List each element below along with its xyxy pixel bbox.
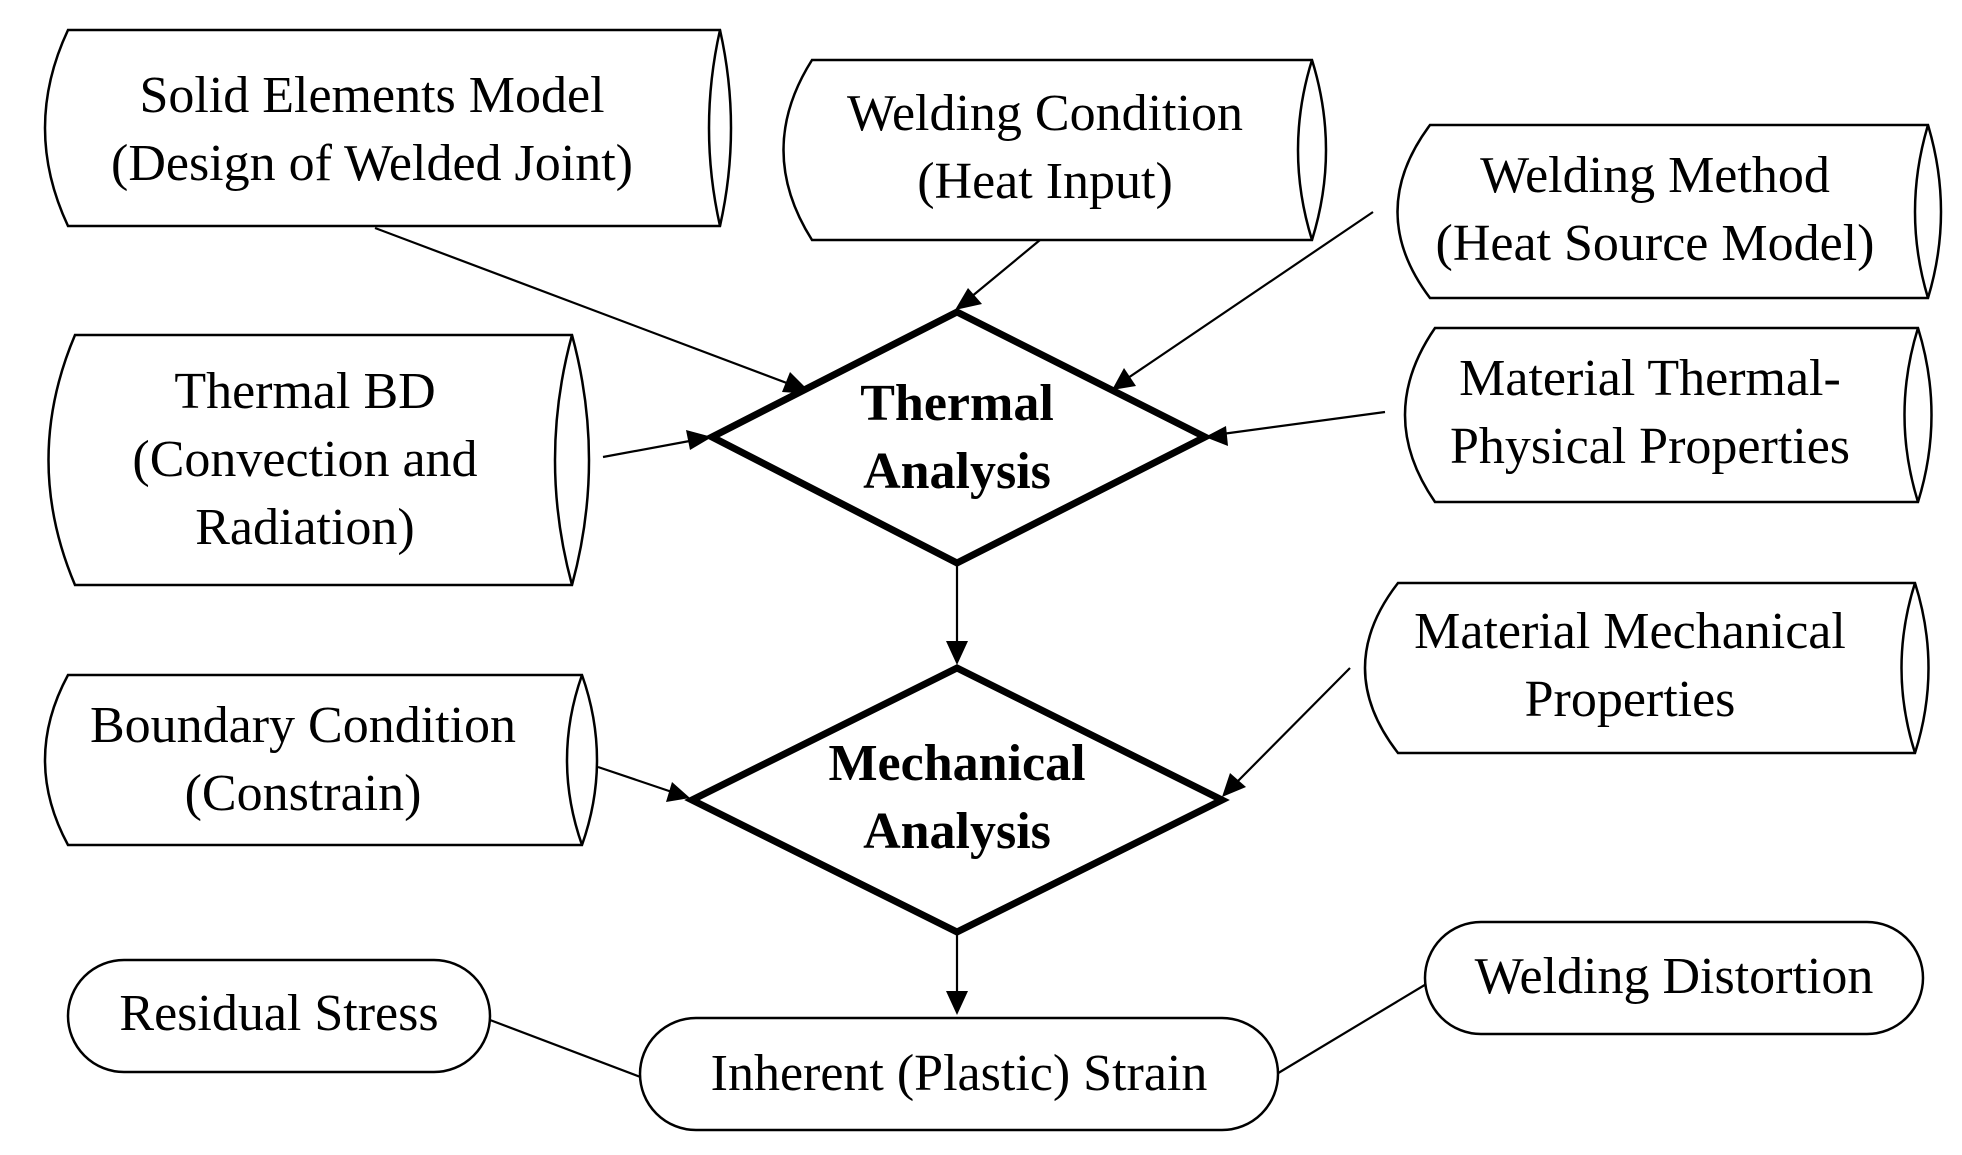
material-thermal-title: Material Thermal- [1459, 350, 1841, 407]
material-thermal-subtitle: Physical Properties [1450, 418, 1850, 475]
welding-condition-subtitle: (Heat Input) [917, 153, 1173, 210]
arrow-solid-elements-to-thermal [374, 226, 801, 390]
boundary-condition-subtitle: (Constrain) [185, 765, 422, 822]
boundary-condition-title: Boundary Condition [90, 697, 516, 754]
welding-condition-title: Welding Condition [847, 85, 1243, 142]
arrowhead [955, 288, 982, 310]
stored-data-boundary-condition: Boundary Condition (Constrain) [43, 673, 599, 847]
arrow-material-mechanical-to-mechanical [1236, 667, 1351, 783]
welding-method-title: Welding Method [1480, 147, 1830, 204]
thermal-bd-line3: Radiation) [195, 499, 415, 556]
stored-data-material-thermal: Material Thermal- Physical Properties [1403, 326, 1933, 504]
arrow-thermal-bd-to-thermal [602, 438, 696, 459]
stored-data-welding-condition: Welding Condition (Heat Input) [782, 58, 1328, 242]
terminator-welding-distortion: Welding Distortion [1423, 920, 1925, 1036]
solid-elements-title: Solid Elements Model [139, 67, 604, 124]
thermal-analysis-line1: Thermal [860, 375, 1054, 432]
arrowhead [1222, 773, 1246, 797]
mechanical-analysis-line2: Analysis [863, 803, 1051, 860]
arrowhead [1112, 368, 1136, 390]
terminator-residual-stress: Residual Stress [66, 958, 492, 1074]
stored-data-thermal-bd: Thermal BD (Convection and Radiation) [47, 333, 591, 587]
line-strain-to-welding-distortion [1274, 982, 1429, 1076]
decision-thermal-analysis: Thermal Analysis [704, 308, 1213, 567]
stored-data-welding-method: Welding Method (Heat Source Model) [1396, 123, 1943, 300]
arrowhead [686, 430, 712, 450]
arrow-welding-method-to-thermal [1124, 211, 1374, 381]
arrowhead [666, 782, 690, 802]
welding-distortion-label: Welding Distortion [1475, 948, 1874, 1005]
arrow-boundary-to-mechanical [597, 765, 673, 794]
decision-mechanical-analysis: Mechanical Analysis [684, 664, 1230, 936]
terminator-inherent-strain: Inherent (Plastic) Strain [638, 1016, 1280, 1132]
thermal-bd-line2: (Convection and [132, 431, 477, 488]
material-mechanical-subtitle: Properties [1525, 671, 1736, 728]
arrow-welding-condition-to-thermal [964, 239, 1041, 303]
mechanical-analysis-line1: Mechanical [828, 735, 1085, 792]
stored-data-material-mechanical: Material Mechanical Properties [1363, 581, 1930, 755]
thermal-analysis-line2: Analysis [863, 443, 1051, 500]
residual-stress-label: Residual Stress [119, 985, 438, 1042]
solid-elements-subtitle: (Design of Welded Joint) [111, 135, 633, 192]
arrow-material-thermal-to-thermal [1221, 410, 1386, 436]
stored-data-solid-elements: Solid Elements Model (Design of Welded J… [43, 28, 733, 228]
thermal-bd-title: Thermal BD [174, 363, 435, 420]
connectors [374, 211, 1429, 1080]
arrowhead [946, 991, 968, 1015]
welding-method-subtitle: (Heat Source Model) [1436, 215, 1875, 272]
arrowhead [1205, 426, 1228, 446]
line-residual-stress-to-strain [489, 1018, 644, 1080]
material-mechanical-title: Material Mechanical [1414, 603, 1846, 660]
inherent-strain-label: Inherent (Plastic) Strain [711, 1045, 1208, 1102]
arrowhead [946, 641, 968, 665]
